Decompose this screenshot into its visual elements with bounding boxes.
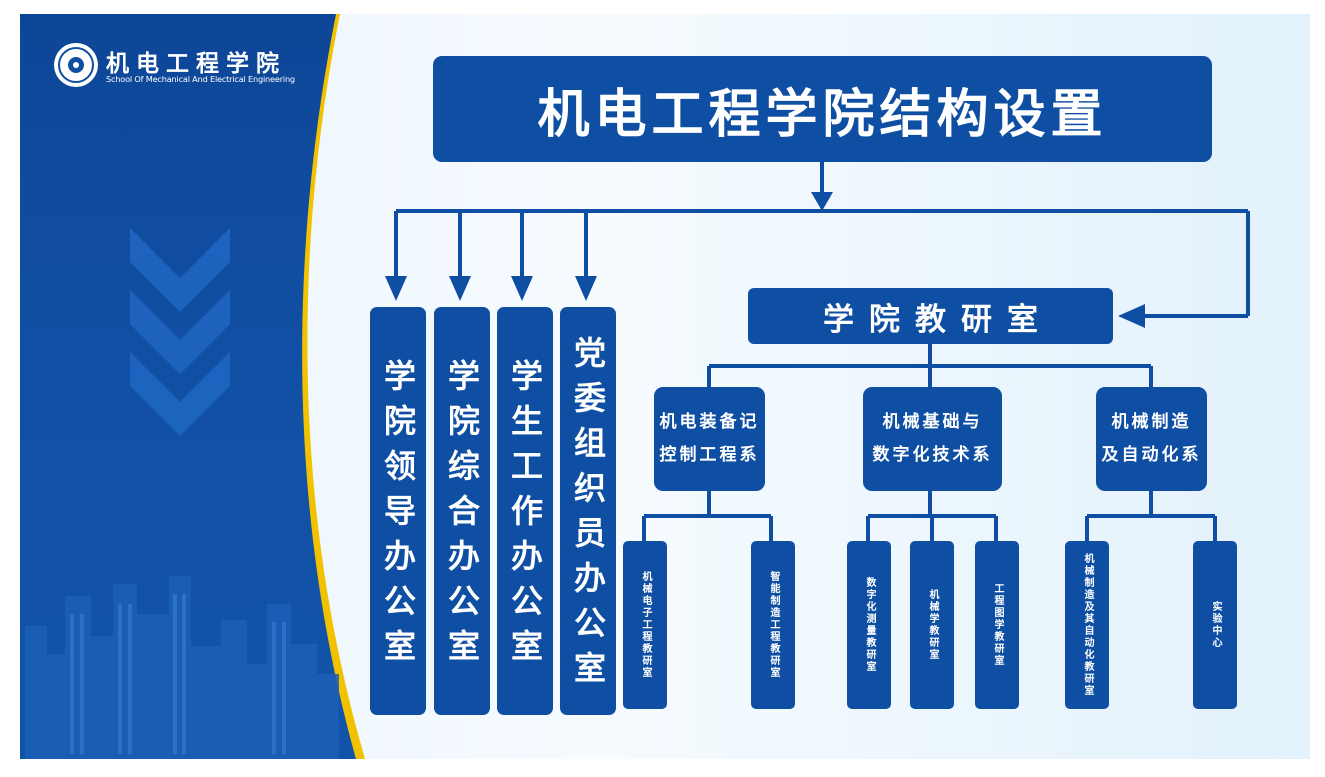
school-name-en: School Of Mechanical And Electrical Engi… (106, 74, 295, 84)
department-name-line2: 数字化技术系 (872, 445, 993, 465)
section-box-mechanics: 机械学教研室 (910, 541, 954, 709)
department-box-manufacturing: 机械制造 及自动化系 (1096, 387, 1207, 491)
department-name-line2: 控制工程系 (659, 445, 760, 465)
section-box-lab-center: 实验中心 (1193, 541, 1237, 709)
chevron-decoration (130, 228, 230, 436)
school-emblem-icon (54, 43, 98, 87)
chart-title: 机电工程学院结构设置 (433, 56, 1212, 162)
office-box-leadership: 学院领导办公室 (370, 307, 426, 715)
section-box-engineering-graphics: 工程图学教研室 (975, 541, 1019, 709)
arrow-heads (385, 192, 1145, 328)
department-name-line1: 机械基础与 (882, 412, 983, 432)
department-name-line1: 机电装备记 (659, 412, 760, 432)
office-box-general: 学院综合办公室 (434, 307, 490, 715)
section-box-intelligent-manufacturing: 智能制造工程教研室 (751, 541, 795, 709)
school-name-zh: 机电工程学院 (106, 51, 286, 77)
background-graphics (20, 14, 1250, 759)
office-box-party-organizer: 党委组织员办公室 (560, 307, 616, 715)
department-box-mechanical-foundation: 机械基础与 数字化技术系 (863, 387, 1002, 491)
department-box-electromechanical: 机电装备记 控制工程系 (654, 387, 765, 491)
section-box-manufacturing-automation: 机械制造及其自动化教研室 (1065, 541, 1109, 709)
office-box-student-affairs: 学生工作办公室 (497, 307, 553, 715)
org-chart-board: 机电工程学院 School Of Mechanical And Electric… (20, 14, 1310, 759)
teaching-center-box: 学院教研室 (748, 288, 1113, 344)
section-box-mechatronics: 机械电子工程教研室 (623, 541, 667, 709)
section-box-digital-measurement: 数字化测量教研室 (847, 541, 891, 709)
department-name-line2: 及自动化系 (1101, 445, 1202, 465)
department-name-line1: 机械制造 (1111, 412, 1192, 432)
